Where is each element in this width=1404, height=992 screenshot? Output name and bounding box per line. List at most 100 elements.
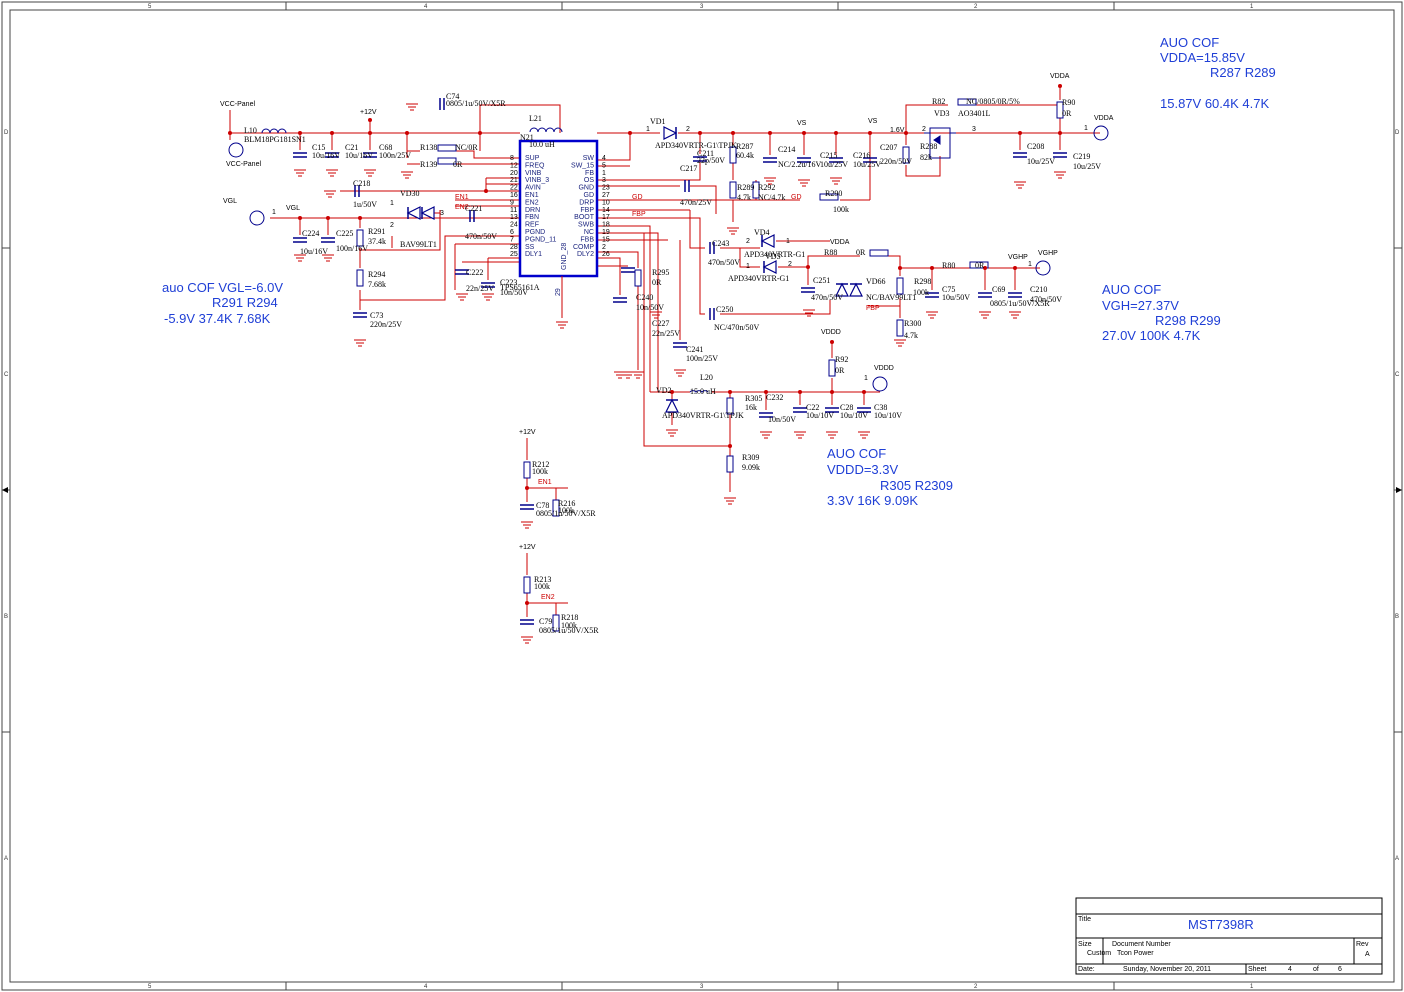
gd-net-label: GD	[791, 194, 802, 201]
part-ref: R294	[368, 270, 385, 279]
junction-dot	[484, 189, 488, 193]
resistors	[356, 98, 1064, 632]
resistor	[896, 277, 904, 295]
part-value: 100n/25V	[686, 354, 718, 363]
resistor	[729, 181, 737, 199]
part-value: 470n/50V	[465, 232, 497, 241]
ic-pin-name: EN2	[525, 199, 539, 206]
junction-dots	[228, 84, 1062, 605]
row-label: C	[1395, 372, 1400, 378]
part-value: 16k	[745, 403, 757, 412]
part-value: 0R	[856, 248, 866, 257]
ic-pin-name: GD	[584, 192, 595, 199]
part-value: 0805/1u/50V/X5R	[446, 99, 506, 108]
vdda-label: VDDA	[1094, 115, 1114, 122]
part-ref: C227	[652, 319, 669, 328]
resistor	[356, 229, 364, 247]
pin-number: 2	[390, 222, 394, 229]
note-vgh-line: AUO COF	[1102, 282, 1161, 297]
ic-pin-name: OS	[584, 177, 594, 184]
of-label: of	[1313, 966, 1319, 973]
diode	[835, 282, 849, 297]
part-ref: R218	[561, 613, 578, 622]
ic-pin-name: DRN	[525, 207, 540, 214]
part-value: 10u/16V	[300, 247, 328, 256]
resistor	[729, 146, 737, 164]
resistor	[437, 144, 457, 152]
part-value: 220n/50V	[880, 157, 912, 166]
drawing-title: MST7398R	[1188, 917, 1254, 932]
wires	[229, 86, 1100, 617]
note-vdda-line: R287 R289	[1210, 65, 1276, 80]
part-value: 4.7k	[737, 193, 751, 202]
junction-dot	[525, 486, 529, 490]
part-ref: R305	[745, 394, 762, 403]
junction-dot	[731, 131, 735, 135]
part-value: 10.0 uH	[529, 140, 555, 149]
title-block	[1075, 897, 1383, 975]
p12v-label: +12V	[360, 109, 377, 116]
sheet-value: 4	[1288, 966, 1292, 973]
junction-dot	[930, 266, 934, 270]
part-value: 0805/1u/50V/X5R	[539, 626, 599, 635]
junction-dot	[898, 266, 902, 270]
ic-pin-number: 8	[510, 155, 514, 162]
part-ref: C219	[1073, 152, 1090, 161]
diode	[760, 234, 775, 248]
pin-number: 3	[972, 126, 976, 133]
diode	[665, 398, 679, 413]
ic-pin-name: FBB	[580, 236, 594, 243]
part-value: 470n/50V	[811, 293, 843, 302]
row-label: D	[4, 130, 9, 136]
resistor	[552, 614, 560, 632]
ic-pin-number: 4	[602, 155, 606, 162]
part-ref: C207	[880, 143, 897, 152]
part-value: APD340VRTR-G1\TPJK	[655, 141, 737, 150]
part-ref: VD30	[400, 189, 420, 198]
resistor	[869, 249, 889, 257]
resistor	[1056, 101, 1064, 119]
part-ref: L10	[244, 126, 257, 135]
part-ref: R290	[825, 189, 842, 198]
part-value: 1u/50V	[353, 200, 377, 209]
part-ref: R289	[737, 183, 754, 192]
part-ref: VD4	[754, 228, 770, 237]
part-ref: C222	[466, 268, 483, 277]
part-ref: R138	[420, 143, 437, 152]
part-ref: R288	[920, 142, 937, 151]
fbp-net-label: FBP	[632, 211, 646, 218]
ic-pin-name: SW_15	[571, 162, 594, 169]
part-value: 100k	[532, 467, 548, 476]
part-ref: R216	[558, 499, 575, 508]
part-ref: R295	[652, 268, 669, 277]
part-ref: C15	[312, 143, 325, 152]
pin-number: 2	[922, 126, 926, 133]
part-value: 100k	[913, 288, 929, 297]
junction-dot	[298, 216, 302, 220]
vghp-connector	[1035, 260, 1051, 276]
part-value: NC/0805/0R/5%	[966, 97, 1020, 106]
note-vddd-line: VDDD=3.3V	[827, 462, 898, 477]
ic-pin-name: VINB	[525, 170, 542, 177]
junction-dot	[868, 131, 872, 135]
part-ref: C73	[370, 311, 383, 320]
ic-pin-number: 12	[510, 162, 518, 169]
col-label: 4	[424, 984, 428, 990]
part-ref: VD2	[656, 386, 672, 395]
part-value: 10n/50V	[768, 415, 796, 424]
resistor	[523, 576, 531, 594]
junction-dot	[368, 131, 372, 135]
junction-dot	[478, 131, 482, 135]
vddd-label: VDDD	[874, 365, 894, 372]
part-value: 470n/25V	[680, 198, 712, 207]
ic-pin-number: 15	[602, 236, 610, 243]
pin-number: 1	[746, 263, 750, 270]
part-ref: C250	[716, 305, 733, 314]
part-ref: R92	[835, 355, 848, 364]
part-value: 470n/50V	[708, 258, 740, 267]
part-value: 82k	[920, 153, 932, 162]
inductor-l10	[261, 128, 287, 134]
